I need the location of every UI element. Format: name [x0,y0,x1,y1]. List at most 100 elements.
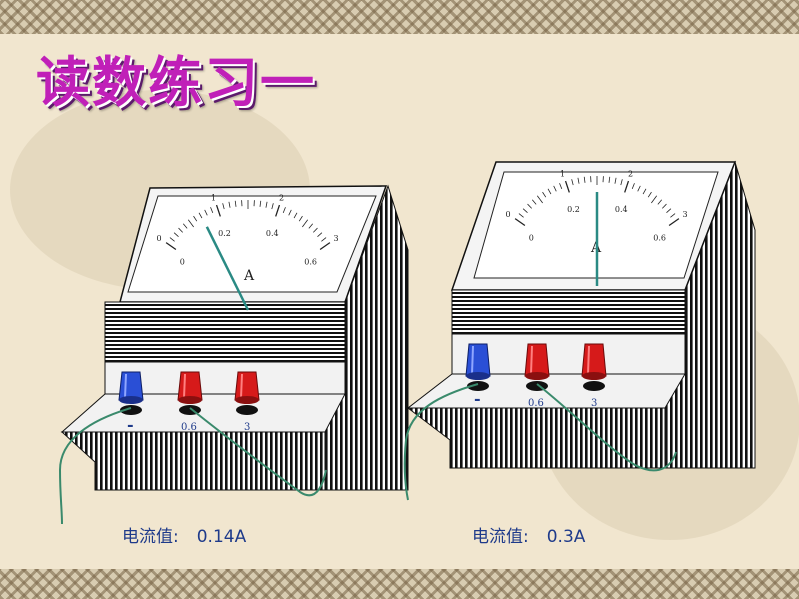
terminal-0-6[interactable] [524,343,550,391]
scale-tick [522,208,528,213]
minor-tick-label: 0 [180,257,185,266]
major-tick-label: 0 [506,210,511,219]
terminal-3[interactable] [234,371,260,415]
scale-tick [542,191,547,198]
scale-tick [319,242,331,251]
reading-right: 电流值:0.3A [472,522,585,547]
scale-tick [631,183,635,189]
terminal-label: - [127,415,134,434]
major-tick-label: 0 [157,234,162,243]
meter-terminal-deck [60,393,346,433]
scale-tick [293,212,298,219]
scale-tick [222,203,225,210]
scale-tick [614,177,617,184]
minor-tick-label: 0.6 [304,257,317,266]
terminal-label: 3 [244,422,250,433]
scale-tick [265,201,268,208]
wire [189,407,327,497]
scale-tick [259,200,262,207]
scale-tick [215,204,221,217]
scale-tick [583,176,586,183]
terminal-negative[interactable] [465,343,491,391]
minor-tick-label: 0.4 [615,205,628,214]
meter-stripe-band [104,301,346,363]
scale-tick [198,212,203,219]
minor-tick-label: 0.2 [567,205,580,214]
reading-left: 电流值:0.14A [122,522,246,547]
scale-tick [514,218,526,227]
scale-tick [204,209,208,216]
scale-tick [564,180,570,193]
decorative-border-top [0,0,799,34]
scale-tick [193,215,198,222]
scale-tick [536,195,543,204]
scale-tick [547,188,552,195]
scale-tick [647,191,652,198]
meter-dial-face [127,195,377,293]
scale-tick [321,237,327,242]
wire [403,383,479,501]
major-tick-label: 2 [628,169,633,178]
page-title: 读数练习一 [36,51,316,114]
terminal-negative[interactable] [118,371,144,415]
meter-scale: 0 1 2 3 0 0.2 0.4 0.6 [506,169,688,242]
minor-tick-label: 0.2 [218,229,231,238]
meter-front-panel [451,333,686,375]
decorative-border-bottom [0,569,799,599]
meter-needle [205,226,250,311]
meter-stripe-band [451,289,686,335]
terminal-label: 0.6 [528,398,544,409]
reading-value: 0.14A [196,527,247,547]
reading-value: 0.3A [546,527,586,547]
scale-tick [210,207,214,213]
scale-tick [169,237,175,242]
meter-unit-label: A [243,268,255,284]
minor-tick-label: 0.6 [653,233,666,242]
scale-tick [577,177,580,184]
scale-tick [571,179,574,186]
scale-tick [187,219,194,228]
scale-tick [651,195,658,204]
terminal-3[interactable] [581,343,607,391]
scale-tick [178,227,183,233]
scale-tick [298,215,303,222]
major-tick-label: 1 [560,169,565,178]
scale-tick [553,185,557,192]
major-tick-label: 1 [211,193,216,202]
scale-tick [642,188,647,195]
scale-tick [662,203,667,209]
scale-tick [531,199,537,205]
terminal-label: 0.6 [181,422,197,433]
scale-tick [234,200,237,207]
major-tick-label: 3 [682,210,687,219]
scale-tick [165,242,177,251]
major-tick-label: 2 [279,193,284,202]
scale-tick [657,199,663,205]
minor-tick-label: 0 [529,233,534,242]
scale-tick [271,203,274,210]
scale-tick [317,232,323,237]
scale-tick [313,227,318,233]
wire [58,407,132,525]
scale-tick [288,209,292,216]
scale-tick [527,203,532,209]
scale-tick [518,213,524,218]
terminal-label: - [474,389,481,408]
scale-tick [228,201,231,208]
terminal-label: 3 [591,398,597,409]
scale-tick [559,183,563,189]
scale-tick [182,223,188,229]
major-tick-label: 3 [333,234,338,243]
wire [536,383,677,472]
scale-tick [173,232,179,237]
scale-tick [282,207,286,213]
terminal-0-6[interactable] [177,371,203,415]
meter-front-panel [104,361,346,395]
scale-tick [670,213,676,218]
scale-tick [666,208,672,213]
scale-tick [302,219,309,228]
